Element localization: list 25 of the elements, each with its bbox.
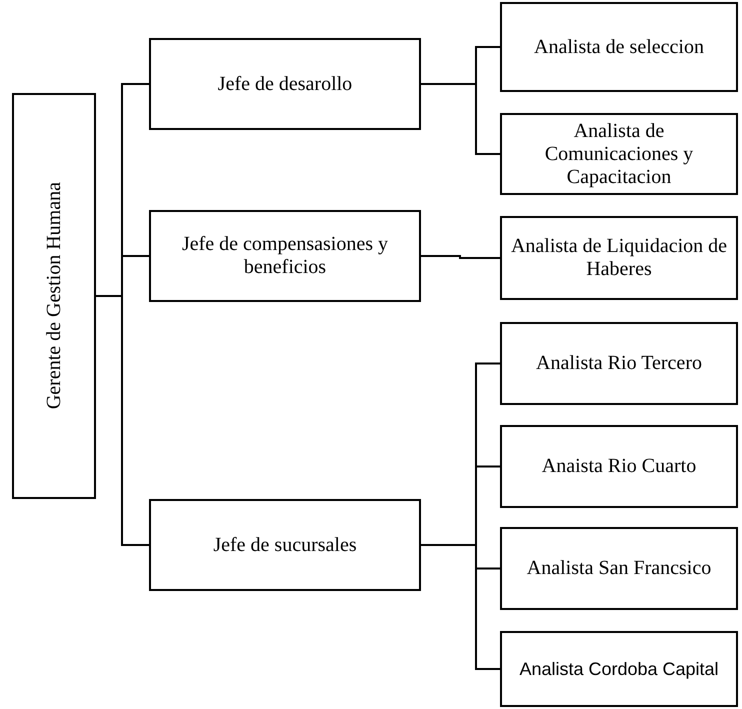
org-box [149,499,421,591]
role-title: Jefe de compensasiones y beneficios [180,233,390,279]
connector-line [96,295,149,546]
connector-line [421,255,500,259]
role-title: Gerente de Gestion Humana [42,182,66,410]
role-title: Jefe de sucursales [213,534,357,556]
org-box [500,631,738,707]
org-box [500,216,738,300]
org-box [149,38,421,130]
connector-line [421,83,500,155]
role-title: Jefe de desarollo [218,72,352,96]
role-title: Analista San Francsico [526,557,712,580]
org-box [149,210,421,302]
role-title: Analista de Comunicaciones y Capacitacion [544,120,694,188]
org-box [500,322,738,405]
org-box [500,425,738,508]
org-box [500,527,738,610]
role-title: Analista de Liquidacion de Haberes [510,235,728,281]
org-box [12,93,96,499]
role-title: Analista de seleccion [534,36,704,58]
org-box [500,113,738,195]
role-title: Analista Rio Tercero [536,352,702,375]
role-title: Analista Cordoba Capital [519,658,719,680]
org-box [500,2,738,92]
role-title: Anaista Rio Cuarto [542,455,696,478]
